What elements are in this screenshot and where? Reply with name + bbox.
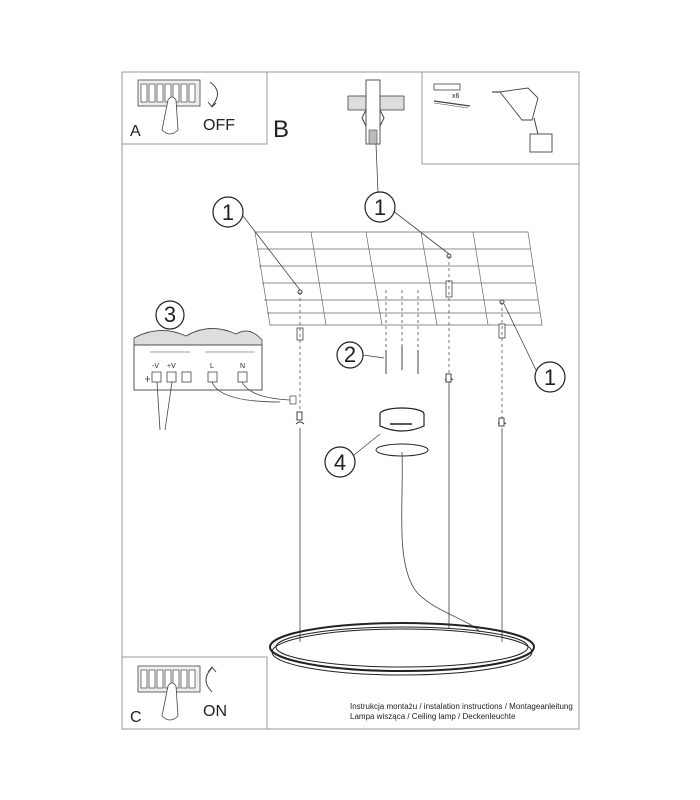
callout-1-left: 1: [212, 196, 301, 291]
caption-line-2: Lampa wisząca / Ceiling lamp / Deckenleu…: [350, 712, 516, 721]
callout-1-right: 1: [503, 303, 566, 393]
tools-panel-frame: [421, 71, 580, 165]
breaker-on-illustration: [137, 665, 217, 721]
callout-2: 2: [336, 341, 385, 369]
wire-hooks: [295, 373, 507, 427]
terminal-plus-v: +V: [167, 363, 176, 370]
callout-1-top-label: 1: [374, 195, 386, 220]
canopy: [375, 407, 429, 457]
sheet-frame: [121, 71, 580, 730]
callout-4: 4: [324, 433, 381, 478]
breaker-off-illustration: [137, 79, 218, 135]
suspension-wires: [299, 384, 503, 642]
arrow-down-icon: [209, 81, 218, 107]
ceiling-anchor-detail: [347, 79, 405, 145]
ground-icon: [145, 376, 150, 382]
callout-1-right-label: 1: [544, 365, 556, 390]
callout-3: 3: [155, 300, 185, 330]
arrow-up-icon: [205, 667, 213, 693]
terminal-n: N: [240, 363, 245, 370]
terminal-minus-v: -V: [152, 363, 159, 370]
screws: [385, 346, 419, 374]
ceiling-grid: [254, 231, 543, 326]
hand-icon: [161, 682, 179, 721]
callout-2-label: 2: [344, 342, 356, 367]
callout-1-left-label: 1: [222, 200, 234, 225]
panel-a-frame: [121, 71, 268, 145]
callout-1-top: 1: [364, 143, 450, 255]
panel-c-letter: C: [130, 709, 142, 726]
terminal-l: L: [210, 363, 214, 370]
terminal-block: [133, 328, 297, 431]
dowel-screw-icon: [433, 83, 471, 109]
hand-icon: [161, 96, 179, 135]
panel-a-letter: A: [130, 123, 141, 140]
panel-b-letter: B: [273, 116, 289, 143]
callout-3-label: 3: [164, 302, 176, 327]
panel-c-action: ON: [203, 703, 227, 720]
caption-line-1: Instrukcja montażu / instalation instruc…: [350, 702, 573, 711]
callout-4-label: 4: [334, 450, 346, 475]
mounting-points: [296, 253, 506, 420]
quantity-label: x6: [452, 93, 460, 100]
panel-a-action: OFF: [203, 117, 235, 134]
panel-c-frame: [121, 656, 268, 730]
ring-lamp: [269, 622, 535, 676]
drill-icon: [492, 87, 553, 153]
